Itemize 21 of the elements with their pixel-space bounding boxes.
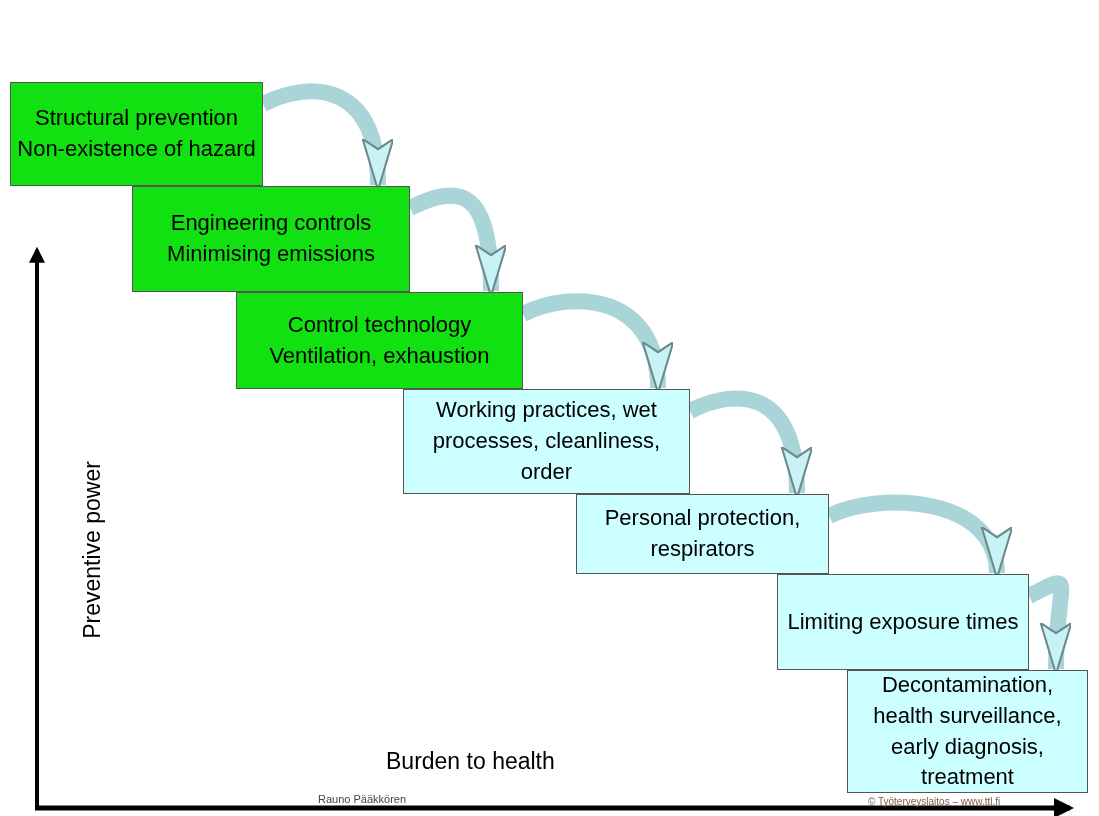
step-text: Engineering controls bbox=[170, 209, 372, 238]
author-credit: Rauno Pääkkören bbox=[318, 792, 407, 807]
step-text: Non-existence of hazard bbox=[17, 135, 256, 163]
step-box bbox=[847, 670, 1088, 793]
step-text: Ventilation, exhaustion bbox=[269, 341, 490, 370]
step-box bbox=[236, 292, 523, 389]
step-text: Limiting exposure times bbox=[787, 607, 1019, 636]
step-text: Personal protection, respirators bbox=[603, 504, 802, 563]
axis-label: Preventive power bbox=[77, 461, 106, 639]
step-box bbox=[132, 186, 410, 292]
step-text: Minimising emissions bbox=[167, 240, 375, 268]
step-box bbox=[10, 82, 263, 186]
copyright-note: © Työterveyslaitos – www.ttl.fi bbox=[868, 795, 1001, 809]
step-text: Structural prevention bbox=[35, 104, 238, 133]
step-text: Working practices, wet processes, cleanliness, order bbox=[431, 396, 662, 486]
step-text: Control technology bbox=[287, 310, 472, 339]
step-box bbox=[576, 494, 829, 574]
step-box bbox=[403, 389, 690, 494]
step-text: Decontamination, health surveillance, early diagnosis, treatment bbox=[872, 670, 1063, 792]
step-box bbox=[777, 574, 1029, 670]
axis-label: Burden to health bbox=[386, 747, 555, 776]
